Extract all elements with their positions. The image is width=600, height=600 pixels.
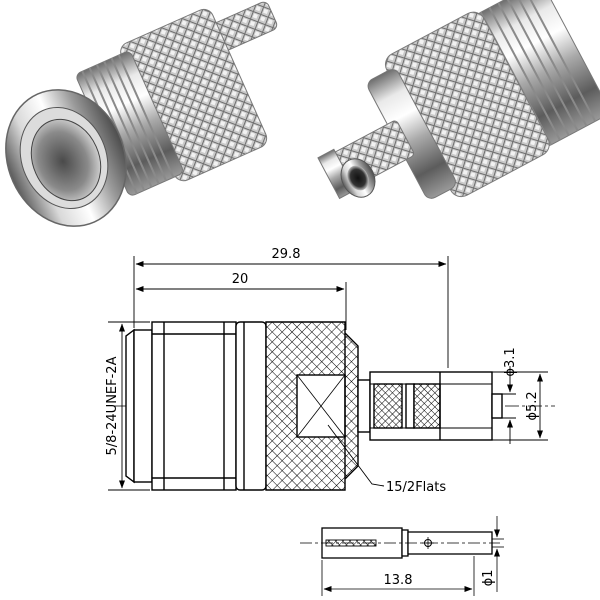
pin-tip-diameter-label: ϕ1	[481, 570, 496, 587]
flats-note: 15/2Flats	[386, 480, 446, 495]
overall-length-label: 29.8	[272, 247, 301, 262]
crimp-ferrule	[357, 371, 503, 441]
thread-spec-label: 5/8-24UNEF-2A	[105, 356, 120, 455]
flats-leader	[327, 424, 385, 487]
body-length-label: 20	[232, 272, 249, 287]
knurled-body	[265, 321, 359, 491]
center-pin-detail	[300, 516, 504, 596]
pin-diameter-label: ϕ3.1	[503, 347, 518, 376]
pin-length-label: 13.8	[384, 573, 413, 588]
ferrule-diameter-label: ϕ5.2	[525, 391, 540, 420]
collar	[235, 321, 267, 491]
technical-drawing	[108, 256, 555, 491]
connector-photo-front	[5, 1, 278, 227]
connector-photo-rear	[317, 0, 600, 200]
threaded-nose	[125, 321, 237, 491]
